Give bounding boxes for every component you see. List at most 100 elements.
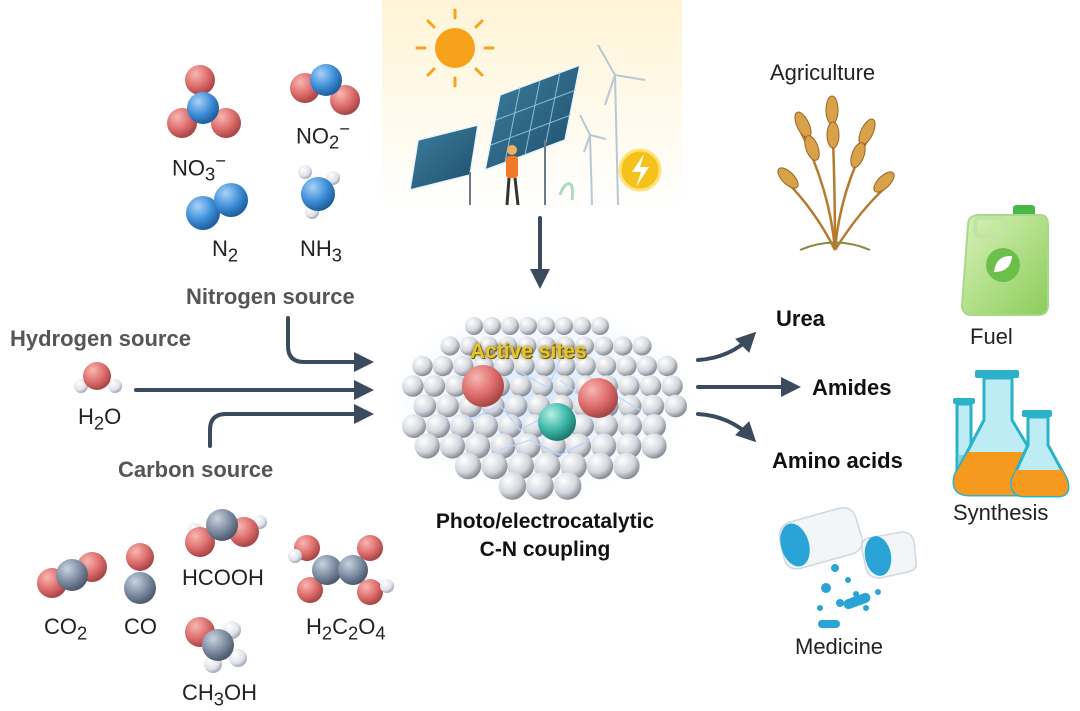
- surface-atom: [498, 414, 522, 438]
- surface-atom: [616, 433, 642, 459]
- surface-atom: [531, 375, 554, 397]
- surface-atom: [454, 452, 482, 480]
- surface-atom: [515, 433, 541, 459]
- surface-atom: [493, 355, 515, 377]
- formula-text: C: [332, 614, 348, 639]
- formula-text: H: [78, 404, 94, 429]
- surface-atom: [636, 355, 657, 377]
- surface-atom: [423, 375, 446, 397]
- surface-atom: [613, 336, 633, 356]
- molecule-label-no2: NO2−: [296, 118, 350, 154]
- surface-atom: [537, 317, 555, 335]
- surface-atom: [490, 433, 516, 459]
- sun-icon: [415, 8, 495, 88]
- application-medicine: Medicine: [795, 634, 884, 659]
- process-title-line2: C-N coupling: [479, 538, 611, 561]
- formula-text: NO: [172, 155, 205, 181]
- surface-atom: [555, 336, 575, 356]
- surface-atom: [436, 394, 459, 418]
- formula-text: HCOOH: [182, 565, 264, 590]
- nitrogen-source-label: Nitrogen source: [186, 284, 355, 309]
- molecule-n2: [186, 183, 248, 230]
- surface-atom: [478, 336, 498, 356]
- product-amino-acids: Amino acids: [772, 448, 903, 473]
- molecule-label-ch3oh: CH3OH: [182, 680, 257, 710]
- surface-atom: [573, 317, 591, 335]
- hydrogen-source-label: Hydrogen source: [10, 326, 191, 351]
- fuel-jug-icon: [960, 205, 1049, 316]
- surface-atom: [465, 317, 483, 335]
- molecule-h2o: [74, 362, 122, 393]
- surface-atom: [641, 433, 667, 459]
- surface-atom: [664, 394, 687, 418]
- formula-subscript: 2: [227, 244, 239, 266]
- molecule-label-n2: N2: [212, 236, 238, 266]
- surface-atom: [504, 394, 528, 418]
- molecule-no3: [167, 65, 241, 138]
- surface-atom: [642, 414, 666, 438]
- molecule-h2c2o4: [288, 535, 394, 605]
- formula-text: OH: [223, 680, 257, 705]
- surface-atom: [474, 414, 498, 438]
- wheat-icon: [777, 95, 895, 251]
- arrow-urea: [696, 331, 757, 362]
- lightning-bolt-icon: [618, 148, 662, 192]
- surface-atom: [412, 355, 433, 377]
- active-site-oxygen-left: [462, 365, 504, 407]
- application-synthesis: Synthesis: [953, 500, 1049, 525]
- surface-atom: [413, 394, 437, 418]
- surface-atom: [517, 336, 537, 356]
- surface-atom: [510, 375, 532, 397]
- molecule-no2: [290, 64, 360, 115]
- surface-atom: [440, 336, 460, 356]
- surface-atom: [618, 375, 640, 397]
- flask-icon: [952, 370, 1070, 498]
- product-urea: Urea: [776, 306, 825, 331]
- surface-atom: [526, 472, 554, 500]
- molecule-label-co: CO: [124, 614, 157, 640]
- formula-subscript: 2: [93, 412, 105, 434]
- surface-atom: [519, 317, 537, 335]
- formula-subscript: 3: [331, 244, 342, 266]
- surface-atom: [595, 355, 617, 377]
- surface-atom: [657, 355, 678, 377]
- surface-atom: [402, 414, 426, 438]
- surface-atom: [613, 452, 640, 480]
- molecule-co2: [37, 552, 107, 598]
- capsule-pill-icon: [778, 506, 918, 628]
- formula-subscript: 4: [375, 622, 386, 644]
- surface-atom: [618, 394, 642, 418]
- surface-atom: [591, 317, 609, 335]
- surface-atom: [402, 375, 424, 397]
- surface-atom: [594, 336, 614, 356]
- surface-atom: [641, 394, 665, 418]
- flow-arrows: [134, 216, 801, 448]
- formula-subscript: 3: [213, 688, 224, 710]
- surface-atom: [575, 355, 596, 377]
- surface-atom: [618, 414, 642, 438]
- product-amides: Amides: [812, 375, 892, 400]
- surface-atom: [439, 433, 465, 459]
- molecule-label-h2c2o4: H2C2O4: [306, 614, 386, 644]
- formula-text: NH: [300, 236, 332, 261]
- molecule-co: [124, 543, 156, 604]
- surface-atom: [553, 375, 575, 397]
- molecule-label-nh3: NH3: [300, 236, 342, 266]
- renewable-energy-illustration: [382, 0, 682, 212]
- molecule-label-no3: NO3−: [172, 150, 226, 186]
- formula-text: N: [212, 236, 228, 261]
- formula-text: O: [104, 404, 122, 429]
- application-fuel: Fuel: [970, 324, 1013, 349]
- surface-atom: [594, 414, 618, 438]
- surface-atom: [498, 472, 527, 500]
- surface-atom: [514, 355, 535, 377]
- surface-atom: [432, 355, 453, 377]
- surface-atom: [414, 433, 440, 459]
- surface-atom: [616, 355, 637, 377]
- molecule-hcooh: [185, 509, 267, 557]
- formula-superscript: −: [215, 150, 226, 171]
- molecule-label-co2: CO2: [44, 614, 87, 644]
- surface-atom: [426, 414, 450, 438]
- formula-subscript: 2: [329, 131, 340, 153]
- formula-subscript: 3: [205, 163, 216, 185]
